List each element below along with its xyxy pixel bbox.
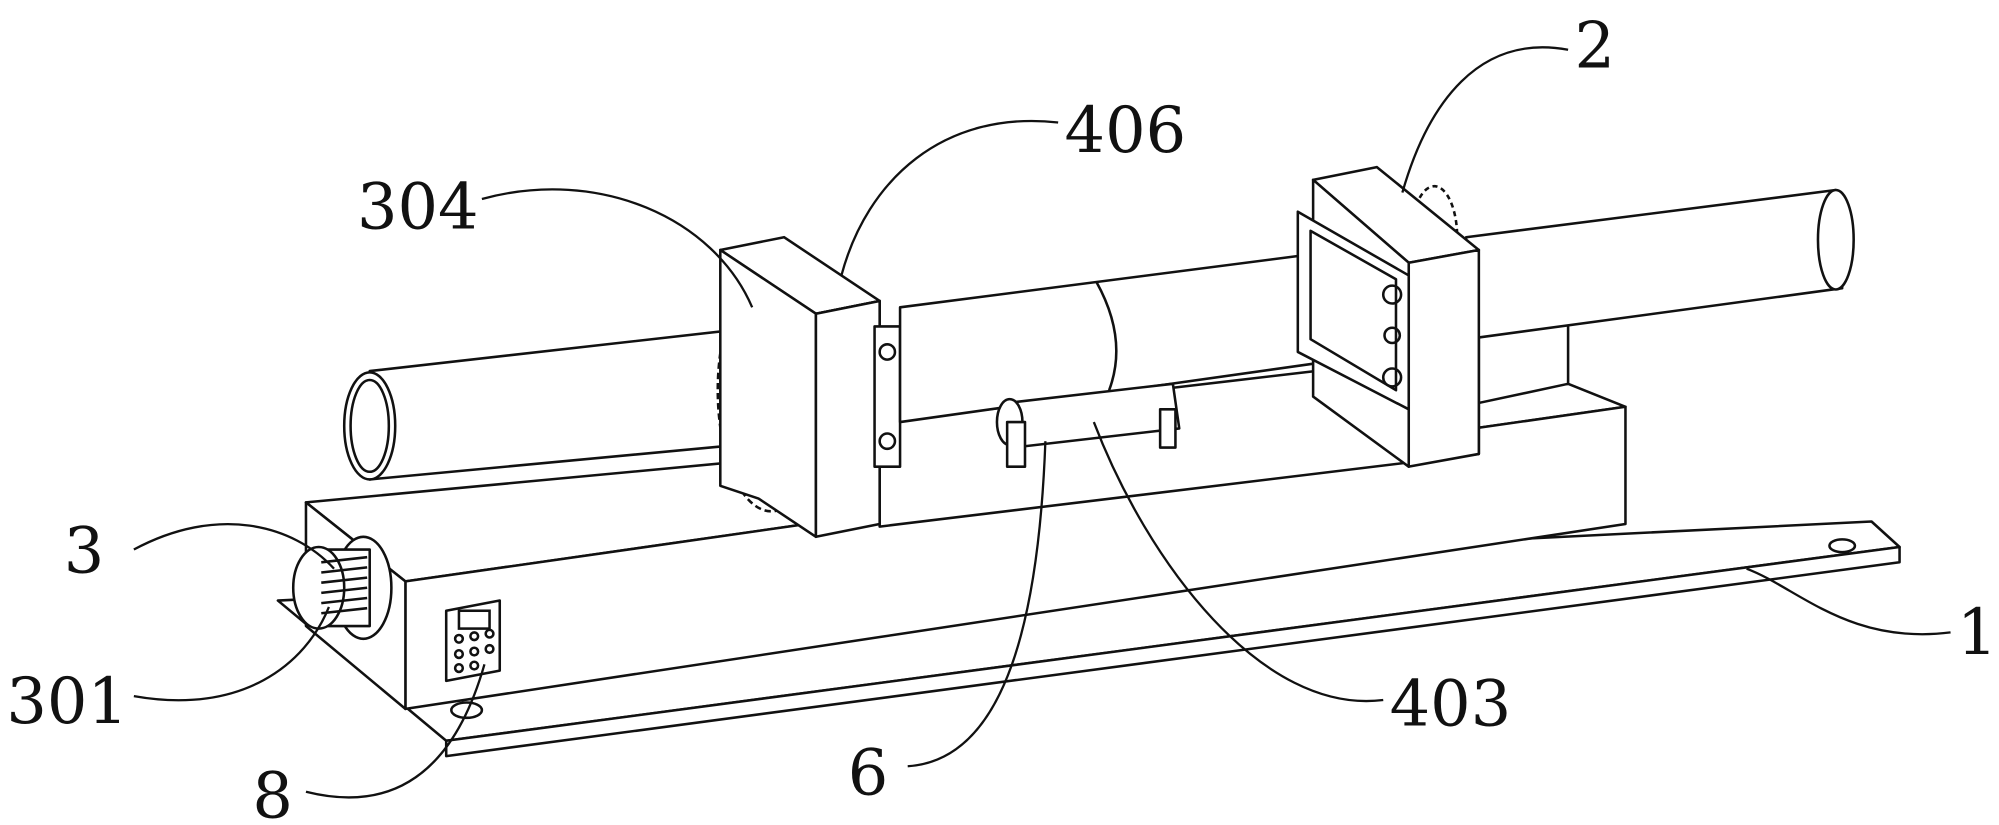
label-1: 1	[1957, 596, 1998, 670]
control-panel	[446, 601, 500, 681]
label-406: 406	[1065, 94, 1187, 168]
drive-motor	[293, 537, 391, 639]
left-pipe	[344, 326, 777, 479]
label-8: 8	[252, 759, 293, 825]
label-301: 301	[6, 665, 128, 739]
label-304: 304	[357, 170, 479, 244]
label-2: 2	[1574, 10, 1615, 84]
label-403: 403	[1390, 667, 1512, 741]
left-support	[720, 237, 900, 537]
right-pipe	[1466, 190, 1854, 339]
label-3: 3	[64, 514, 105, 588]
label-6: 6	[848, 736, 889, 810]
